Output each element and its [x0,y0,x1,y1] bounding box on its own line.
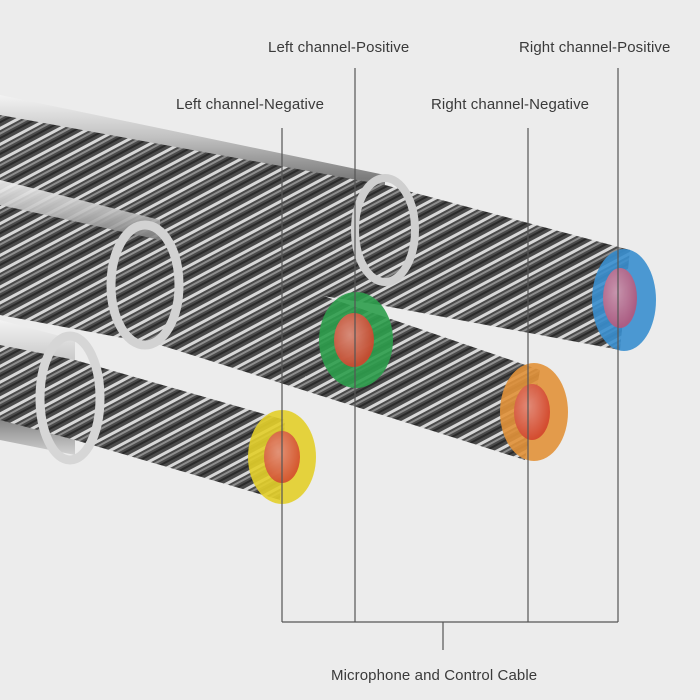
label-left-negative: Left channel-Negative [176,96,325,113]
label-right-positive: Right channel-Positive [519,39,671,56]
mic-control-conductor [0,320,316,504]
label-left-positive: Left channel-Positive [268,39,410,56]
label-mic-control: Microphone and Control Cable [331,667,538,684]
right-positive-conductor [0,95,656,351]
leader-lines [281,68,619,650]
left-positive-conductor [0,180,568,461]
label-right-negative: Right channel-Negative [431,96,590,113]
